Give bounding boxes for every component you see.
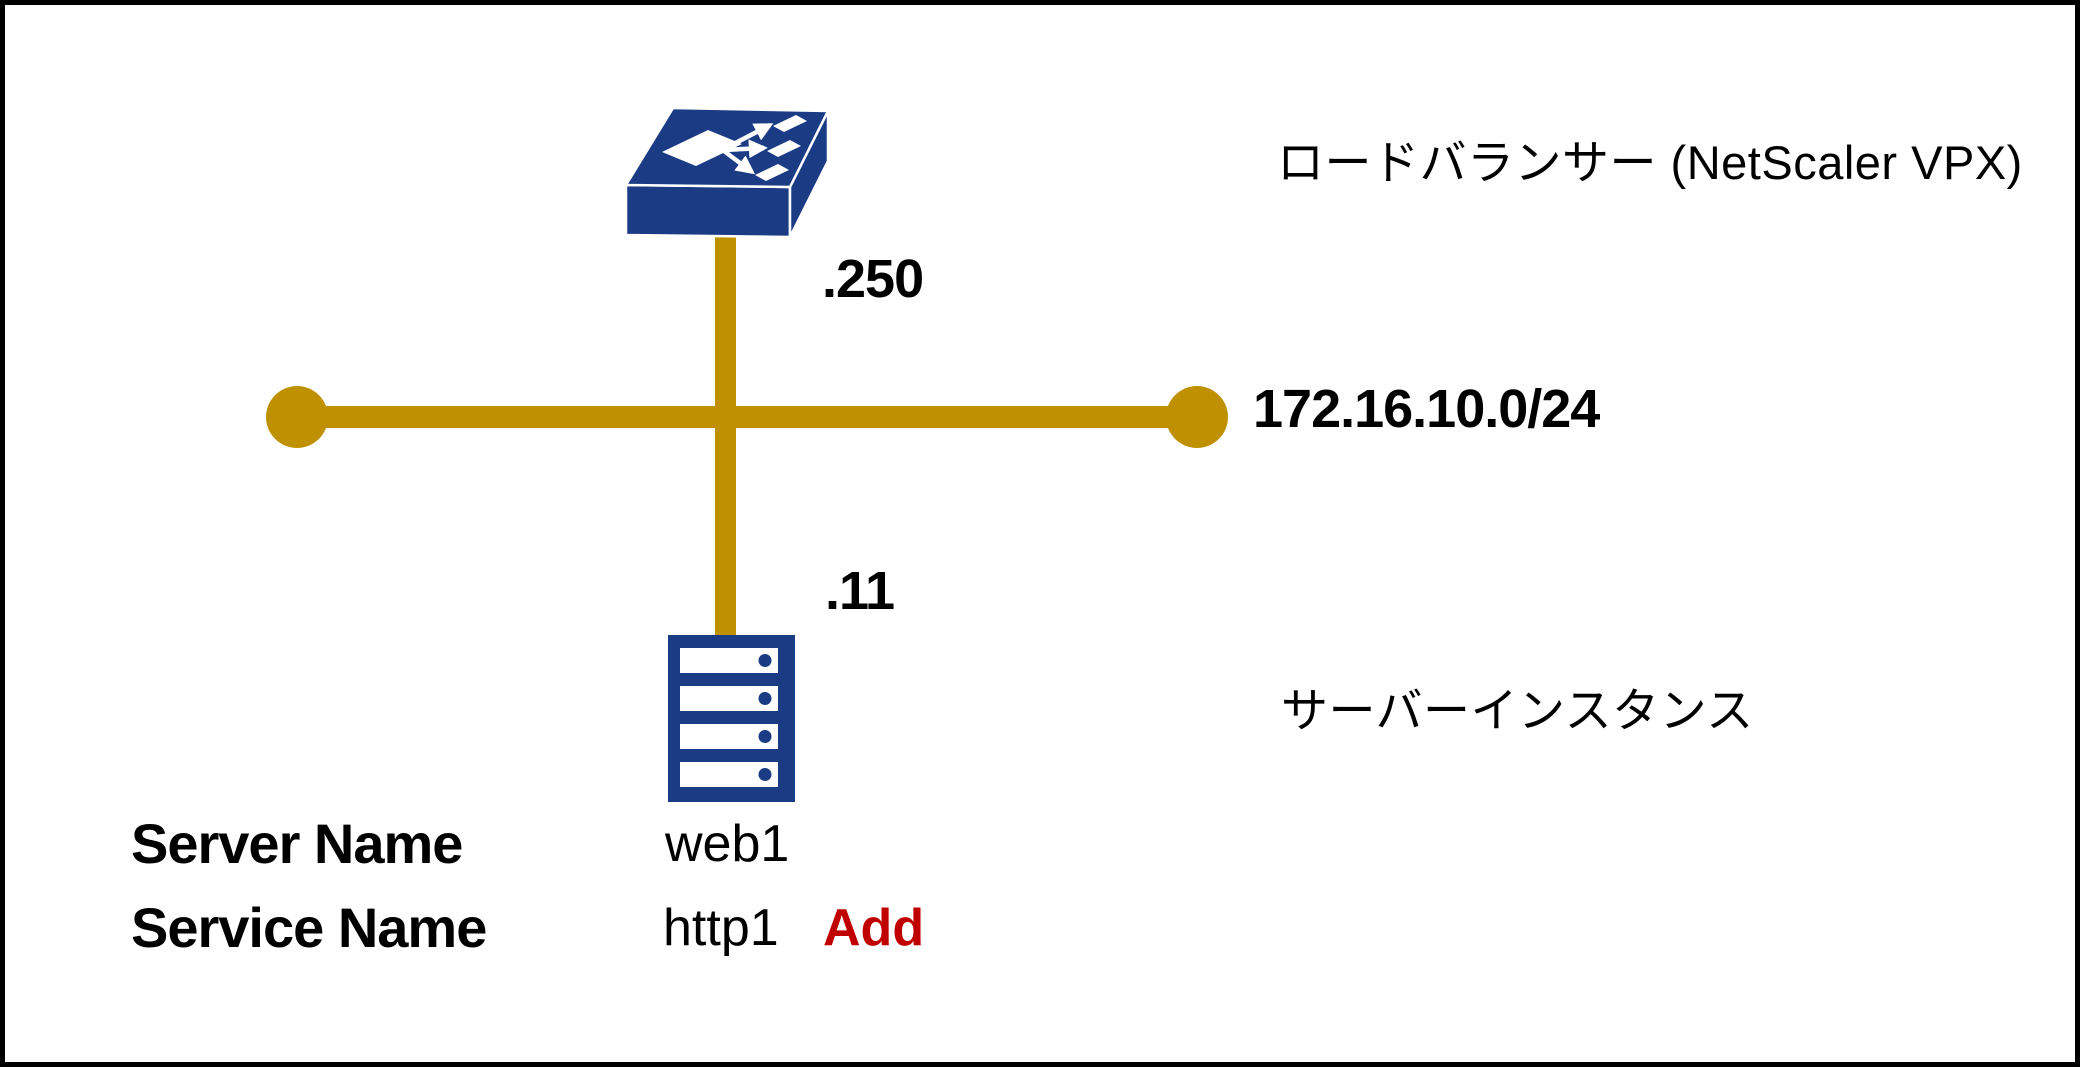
lb-target-square-2	[767, 140, 801, 157]
server-instance-label: サーバーインスタンス	[1281, 684, 1754, 737]
lb-arrow-3	[722, 149, 756, 175]
server-ip-label: .11	[825, 561, 895, 621]
server-icon	[668, 635, 795, 802]
service-name-value: http1	[663, 899, 779, 957]
lb-source-square	[662, 130, 742, 166]
lb-ip-label: .250	[822, 249, 924, 309]
lb-front-face	[624, 183, 792, 239]
load-balancer-label: ロードバランサー (NetScaler VPX)	[1277, 136, 2023, 189]
subnet-label: 172.16.10.0/24	[1253, 379, 1600, 439]
lb-arrow-2	[723, 139, 768, 159]
lb-arrow-1	[722, 123, 774, 151]
subnet-endpoint-dot-left	[266, 386, 328, 448]
vertical-link-line	[715, 220, 736, 645]
connector-layer	[266, 220, 1228, 645]
lb-target-square-3	[755, 164, 789, 181]
load-balancer-icon	[624, 106, 830, 239]
subnet-line	[297, 406, 1197, 428]
subnet-endpoint-dot-right	[1166, 386, 1228, 448]
lb-target-square-1	[773, 115, 807, 132]
server-name-label: Server Name	[131, 812, 463, 875]
server-name-value: web1	[665, 815, 790, 873]
service-add-action: Add	[823, 899, 925, 957]
server-slot-leds	[680, 648, 778, 787]
service-name-label: Service Name	[131, 896, 487, 959]
